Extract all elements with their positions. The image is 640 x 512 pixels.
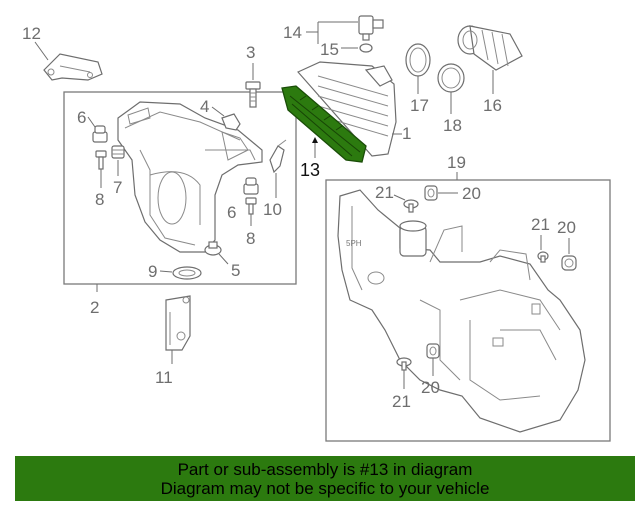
resonator-stamp: 5PH xyxy=(346,239,362,248)
air-filter-element-13-highlighted[interactable] xyxy=(281,85,367,163)
callout-4[interactable]: 4 xyxy=(200,97,209,116)
banner-line-2: Diagram may not be specific to your vehi… xyxy=(160,479,490,498)
assembly-box-19 xyxy=(325,179,611,442)
callout-12[interactable]: 12 xyxy=(22,24,41,43)
bolt-21-upper[interactable] xyxy=(403,199,419,213)
callout-20-upper[interactable]: 20 xyxy=(462,184,481,203)
callout-13[interactable]: 13 xyxy=(300,160,320,180)
callout-15[interactable]: 15 xyxy=(320,40,339,59)
callout-5[interactable]: 5 xyxy=(231,261,240,280)
bolt-8-lower[interactable] xyxy=(245,197,257,215)
callout-8-left[interactable]: 8 xyxy=(95,190,104,209)
callout-9[interactable]: 9 xyxy=(148,262,157,281)
collar-7[interactable] xyxy=(111,145,125,159)
bracket-10[interactable] xyxy=(269,139,287,174)
highlight-banner: Part or sub-assembly is #13 in diagram D… xyxy=(15,456,635,501)
sensor-14[interactable] xyxy=(358,15,384,41)
parts-diagram: 2 6 7 8 4 3 xyxy=(22,15,611,442)
callout-6-upper[interactable]: 6 xyxy=(77,108,86,127)
callout-20-right[interactable]: 20 xyxy=(557,218,576,237)
grommet-6-lower[interactable] xyxy=(243,177,259,195)
callout-8-lower[interactable]: 8 xyxy=(246,229,255,248)
clamp-17[interactable] xyxy=(405,43,431,77)
clip-4[interactable] xyxy=(221,113,241,131)
collar-20-lower[interactable] xyxy=(426,343,440,359)
bolt-21-lower[interactable] xyxy=(396,357,412,371)
bracket-12[interactable] xyxy=(43,53,103,81)
collar-20-right[interactable] xyxy=(561,255,577,271)
resonator-chamber[interactable] xyxy=(337,189,586,433)
callout-21-lower[interactable]: 21 xyxy=(392,392,411,411)
bolt-3[interactable] xyxy=(245,81,261,108)
callout-18[interactable]: 18 xyxy=(443,116,462,135)
bolt-8-left[interactable] xyxy=(95,150,107,170)
callout-17[interactable]: 17 xyxy=(410,96,429,115)
banner-line-1: Part or sub-assembly is #13 in diagram xyxy=(177,460,473,479)
callout-2[interactable]: 2 xyxy=(90,298,99,317)
assembly-box-2 xyxy=(63,91,297,285)
seal-9[interactable] xyxy=(172,266,202,280)
callout-21-right[interactable]: 21 xyxy=(531,215,550,234)
callout-7[interactable]: 7 xyxy=(113,178,122,197)
callout-21-upper[interactable]: 21 xyxy=(375,183,394,202)
callout-3[interactable]: 3 xyxy=(246,43,255,62)
callout-6-lower[interactable]: 6 xyxy=(227,203,236,222)
air-cleaner-cover-1[interactable] xyxy=(297,61,397,157)
grommet-6-upper[interactable] xyxy=(92,125,108,143)
callout-10[interactable]: 10 xyxy=(263,200,282,219)
intake-duct-16[interactable] xyxy=(457,25,523,71)
clamp-18[interactable] xyxy=(437,63,465,93)
stay-bracket-11[interactable] xyxy=(165,295,191,351)
callout-20-lower[interactable]: 20 xyxy=(421,378,440,397)
collar-20-upper[interactable] xyxy=(424,185,438,201)
bolt-21-right[interactable] xyxy=(537,251,549,263)
callout-11[interactable]: 11 xyxy=(155,368,173,387)
callout-14[interactable]: 14 xyxy=(283,23,302,42)
o-ring-15[interactable] xyxy=(359,43,373,53)
callout-1[interactable]: 1 xyxy=(402,124,411,143)
grommet-5[interactable] xyxy=(204,241,222,256)
air-cleaner-case-lower[interactable] xyxy=(117,101,263,253)
callout-16[interactable]: 16 xyxy=(483,96,502,115)
callout-19[interactable]: 19 xyxy=(447,153,466,172)
